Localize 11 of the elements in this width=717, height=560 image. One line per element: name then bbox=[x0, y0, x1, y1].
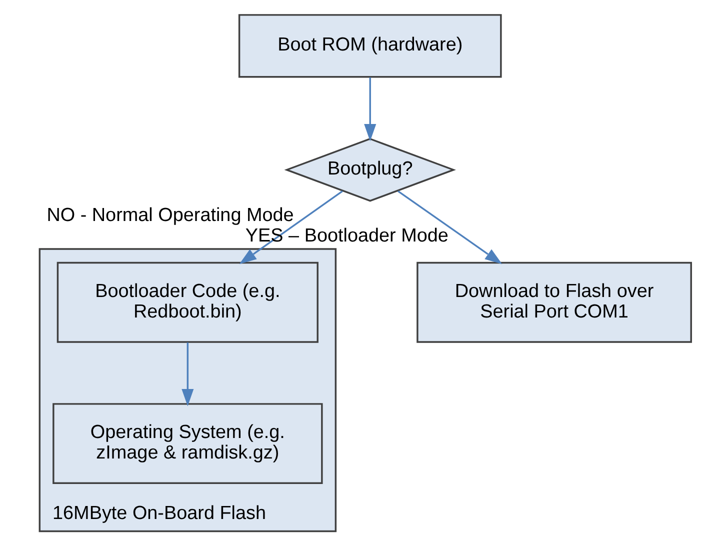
node-box: Bootloader Code (e.g. Redboot.bin) bbox=[56, 262, 318, 343]
node-box: Download to Flash over Serial Port COM1 bbox=[416, 262, 692, 343]
node-box: Operating System (e.g. zImage & ramdisk.gz) bbox=[52, 403, 323, 484]
node-box: Boot ROM (hardware) bbox=[238, 14, 502, 78]
node-diamond: Bootplug? bbox=[284, 138, 456, 202]
arrow bbox=[182, 342, 194, 406]
arrow bbox=[364, 77, 376, 142]
arrow bbox=[239, 190, 343, 264]
edge-label: YES – Bootloader Mode bbox=[245, 226, 448, 247]
edge-label: NO - Normal Operating Mode bbox=[46, 205, 294, 226]
arrow bbox=[398, 190, 502, 264]
